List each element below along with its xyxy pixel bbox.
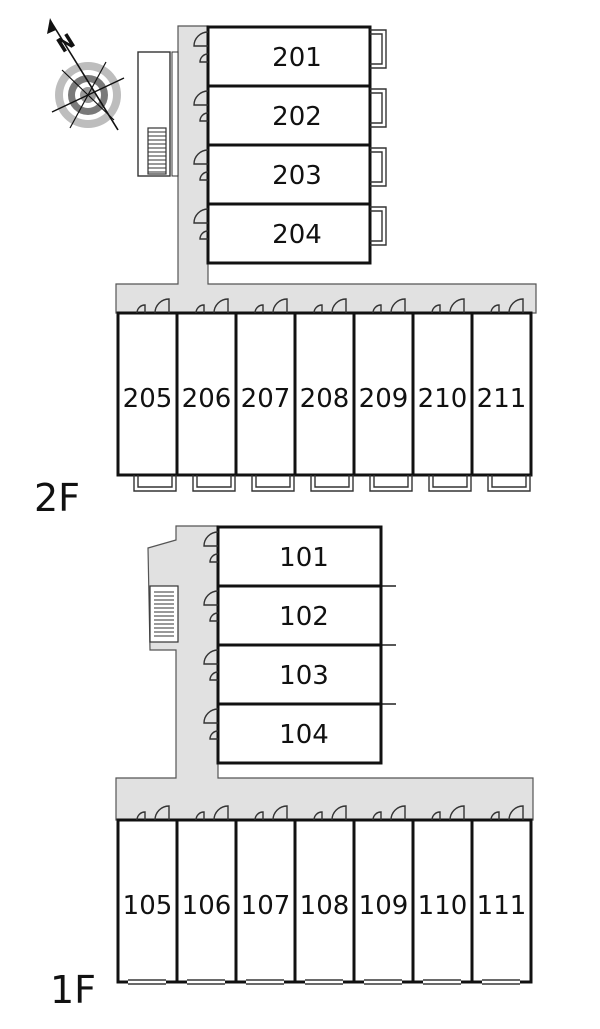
unit-102[interactable] [216,584,383,647]
unit-101[interactable] [216,525,383,588]
first-floor: 101 102 103 104 105 [50,525,534,1012]
unit-104[interactable] [216,702,383,765]
doors [136,298,524,314]
unit-label: 208 [300,384,350,414]
unit-label: 105 [123,891,173,921]
compass-icon: N [47,18,125,131]
stairs-icon [154,591,174,637]
upper-units-1f: 101 102 103 104 [203,525,396,765]
unit-label: 210 [418,384,468,414]
floor-label-2f: 2F [34,476,80,520]
unit-108[interactable] [293,818,356,984]
compass-north-label: N [52,28,79,57]
upper-units-2f: 201 202 203 204 [193,25,387,265]
unit-label: 110 [418,891,468,921]
stair-enclosure-1f [149,585,179,643]
unit-211[interactable] [470,311,533,477]
unit-210[interactable] [411,311,474,477]
unit-label: 204 [272,220,322,250]
unit-label: 202 [272,102,322,132]
stair-landing-2f [147,127,167,175]
doors [193,31,209,240]
unit-202[interactable] [206,84,372,147]
unit-label: 106 [182,891,232,921]
unit-label: 107 [241,891,291,921]
balconies [133,475,531,492]
unit-111[interactable] [470,818,533,984]
floor-label-1f: 1F [50,968,96,1012]
unit-204[interactable] [206,202,372,265]
unit-110[interactable] [411,818,474,984]
unit-label: 206 [182,384,232,414]
unit-label: 209 [359,384,409,414]
unit-103[interactable] [216,643,383,706]
unit-label: 207 [241,384,291,414]
unit-label: 104 [279,720,329,750]
unit-203[interactable] [206,143,372,206]
unit-label: 201 [272,43,322,73]
unit-label: 109 [359,891,409,921]
windows [128,979,520,985]
unit-label: 101 [279,543,329,573]
unit-label: 111 [477,891,527,921]
second-floor: 201 202 203 204 [34,25,537,520]
unit-label: 203 [272,161,322,191]
unit-109[interactable] [352,818,415,984]
unit-label: 211 [477,384,527,414]
lower-units-2f: 205 206 207 208 209 210 211 [116,298,533,492]
unit-label: 102 [279,602,329,632]
doors [203,531,219,740]
doors [136,805,524,821]
lower-units-1f: 105 106 107 108 109 110 111 [116,805,533,985]
unit-205[interactable] [116,311,179,477]
unit-label: 103 [279,661,329,691]
unit-105[interactable] [116,818,179,984]
unit-201[interactable] [206,25,372,88]
unit-label: 108 [300,891,350,921]
corridor-1f [115,525,534,821]
unit-label: 205 [123,384,173,414]
balconies [370,29,387,246]
stairs-icon [148,131,166,173]
